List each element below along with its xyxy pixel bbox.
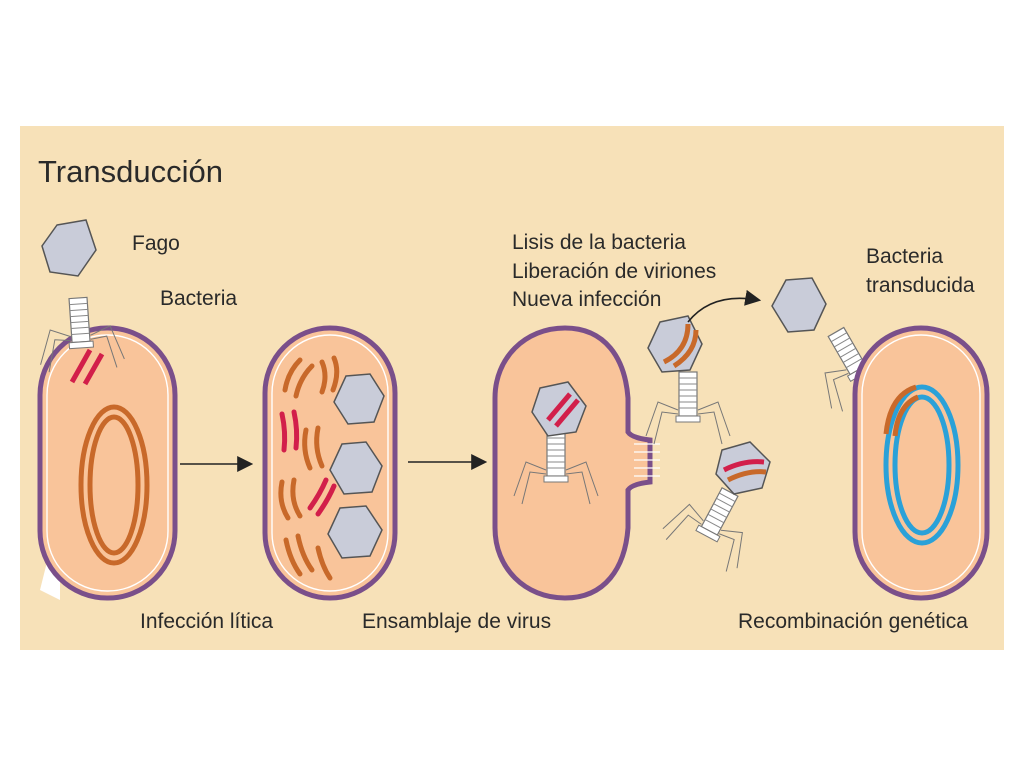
recombinant-chromosome [883, 384, 961, 546]
released-phage-2 [658, 441, 771, 576]
step-label-3: Recombinación genética [738, 610, 968, 633]
label-transducida-1: Bacteria [866, 245, 943, 268]
bacterium-3-lysed [492, 325, 660, 601]
label-lisis-1: Lisis de la bacteria [512, 231, 686, 254]
step-label-2: Ensamblaje de virus [362, 610, 551, 633]
bacterium-1 [37, 325, 178, 601]
lysis-opening [634, 443, 660, 477]
recombined-segment [883, 384, 917, 435]
label-transducida-2: transducida [866, 274, 975, 297]
curved-arrow [687, 289, 762, 323]
bacterium-2 [262, 325, 398, 601]
phage-head-icon [41, 219, 97, 277]
label-lisis-2: Liberación de viriones [512, 260, 716, 283]
phage-head-icon [771, 277, 827, 333]
phage-attached [35, 219, 126, 374]
phage-dna-fragment [69, 348, 105, 386]
phage-dna-fragments [279, 409, 337, 517]
transducing-phage [771, 277, 909, 416]
phage-head-icon [327, 505, 383, 559]
bacterium-4-transduced [852, 325, 990, 601]
label-fago: Fago [132, 232, 180, 255]
label-lisis-3: Nueva infección [512, 288, 661, 311]
step-label-1: Infección lítica [140, 610, 273, 633]
label-bacteria: Bacteria [160, 287, 237, 310]
phage-head-icon [333, 373, 385, 425]
phage-head-icon [329, 441, 383, 495]
title: Transducción [38, 154, 223, 189]
released-phage-1 [645, 315, 731, 445]
dna-fragments [278, 355, 340, 581]
bacterial-chromosome [78, 404, 150, 566]
